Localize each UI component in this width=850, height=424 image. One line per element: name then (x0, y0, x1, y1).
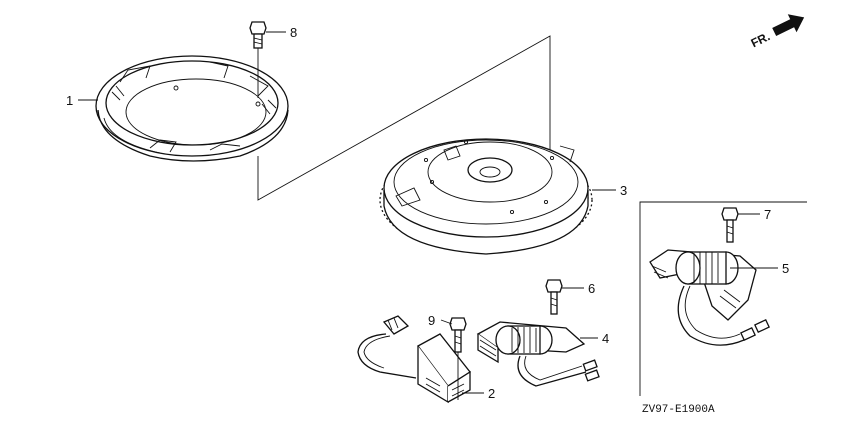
charge-coil[interactable] (476, 321, 600, 387)
flywheel[interactable] (379, 138, 593, 255)
direction-indicator: FR. (749, 14, 805, 50)
leader-lines (78, 31, 778, 394)
diagram-code: ZV97-E1900A (642, 404, 715, 416)
callout-3: 3 (620, 183, 627, 198)
bolt-module[interactable] (449, 317, 467, 353)
fr-label: FR. (749, 29, 773, 50)
callout-1: 1 (66, 93, 73, 108)
callout-2: 2 (488, 386, 495, 401)
inset-frame (639, 201, 807, 396)
callout-7: 7 (764, 207, 771, 222)
bolt[interactable] (545, 279, 563, 315)
callout-5: 5 (782, 261, 789, 276)
ignition-module[interactable] (357, 315, 471, 404)
callout-8: 8 (290, 25, 297, 40)
callout-6: 6 (588, 281, 595, 296)
callout-9: 9 (428, 313, 435, 328)
callout-4: 4 (602, 331, 609, 346)
bolt-alt[interactable] (721, 207, 739, 243)
arrow-forward-icon (772, 14, 805, 37)
flywheel-shroud[interactable] (95, 55, 289, 162)
bolt-shroud[interactable] (249, 21, 267, 49)
charge-coil-alt[interactable] (649, 249, 770, 346)
assembly-lines (257, 35, 551, 400)
